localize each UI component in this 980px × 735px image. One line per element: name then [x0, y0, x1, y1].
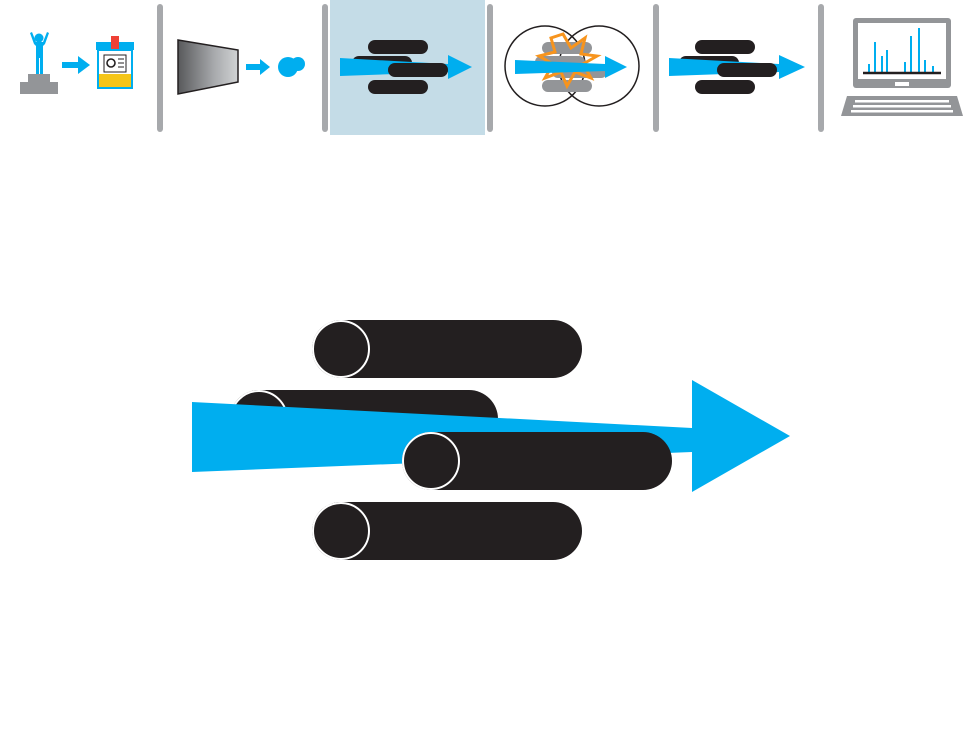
- cup-liquid: [99, 74, 131, 87]
- step-fragmentation[interactable]: [497, 0, 647, 135]
- person-head: [34, 33, 44, 43]
- podium-top: [28, 74, 50, 83]
- spectrum-peaks: [868, 28, 934, 72]
- rod-bottom: [312, 502, 582, 560]
- podium-base: [20, 82, 58, 94]
- step-sample-collection[interactable]: [10, 0, 155, 135]
- ion-beam-through-rods-icon: [192, 320, 790, 560]
- funnel-shape: [177, 39, 239, 95]
- laptop-spectrum-icon: [841, 18, 963, 116]
- arrow-icon: [246, 59, 270, 75]
- ion-beam-through-rods-icon: [669, 40, 805, 94]
- arrow-icon: [62, 56, 90, 74]
- collision-cell-icon: [504, 25, 640, 107]
- step-divider: [322, 4, 328, 132]
- ion-mobility-detail: [180, 310, 800, 570]
- step-divider: [653, 4, 659, 132]
- ion-beam-through-rods-icon: [340, 40, 472, 94]
- step-data-analysis[interactable]: [835, 0, 975, 135]
- step-divider: [157, 4, 163, 132]
- workflow-strip: [0, 0, 980, 140]
- step-divider: [818, 4, 824, 132]
- cup-cap: [111, 36, 119, 50]
- starburst-icon: [535, 32, 602, 90]
- step-mass-analysis[interactable]: [665, 0, 815, 135]
- step-ion-mobility[interactable]: [330, 0, 485, 135]
- biohazard-icon: [106, 58, 116, 68]
- laptop-screen: [858, 23, 946, 79]
- ion-beam-arrow: [515, 56, 627, 78]
- step-divider: [487, 4, 493, 132]
- rod-top: [312, 320, 582, 378]
- person-to-specimen-cup-icon: [20, 32, 134, 94]
- step-sample-preparation[interactable]: [170, 0, 320, 135]
- person-body: [30, 32, 49, 74]
- funnel-to-droplet-icon: [177, 39, 305, 95]
- rod-group: [340, 40, 472, 94]
- rod-center: [402, 432, 672, 490]
